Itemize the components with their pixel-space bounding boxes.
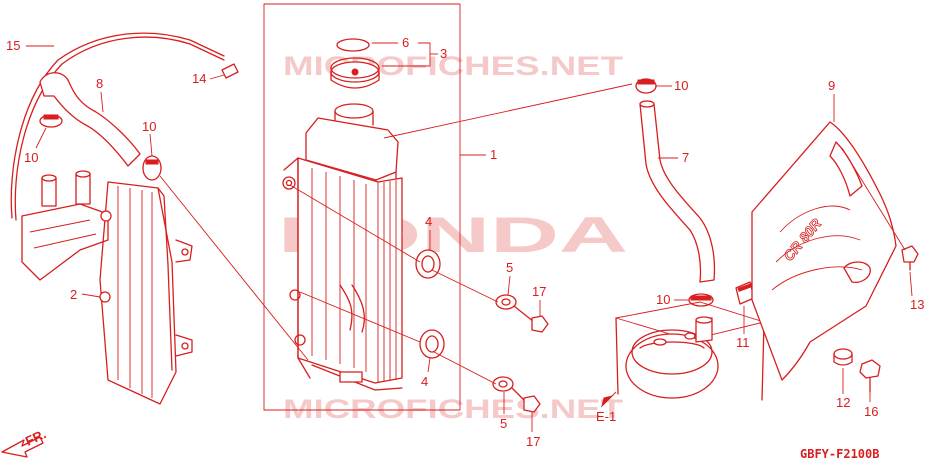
callout-2: 2 (70, 287, 77, 302)
left-radiator (21, 170, 193, 405)
hose-clamp (635, 78, 657, 94)
rubber-mount (419, 329, 445, 359)
callout-7: 7 (682, 150, 689, 165)
radiator-shroud: CR 80R (751, 121, 897, 381)
watermark-bottom: MICROFICHES.NET (283, 394, 624, 424)
bolt (859, 359, 881, 393)
radiator (282, 103, 403, 391)
callout-8: 8 (96, 76, 103, 91)
reference-e1: E-1 (596, 409, 616, 424)
callout-9: 9 (828, 78, 835, 93)
bolt (511, 387, 541, 413)
cylinder-head (615, 301, 766, 401)
callout-10-right-lower: 10 (656, 292, 670, 307)
callout-12: 12 (836, 395, 850, 410)
water-hose (639, 100, 716, 283)
collar (833, 348, 853, 366)
callout-13: 13 (910, 297, 924, 312)
callout-10-left: 10 (24, 150, 38, 165)
rubber-mount (415, 249, 441, 279)
hose-clamp (142, 155, 162, 181)
collar (495, 294, 517, 310)
callout-10-upper: 10 (142, 119, 156, 134)
front-direction-arrow-icon (1, 436, 44, 458)
callout-1: 1 (490, 147, 497, 162)
callout-10-right-upper: 10 (674, 78, 688, 93)
callout-17-upper: 17 (532, 284, 546, 299)
front-direction-label: FR. (23, 426, 48, 448)
callout-17-lower: 17 (526, 434, 540, 449)
hose-clamp (39, 114, 63, 128)
upper-hose-left (39, 72, 141, 167)
overflow-tube (10, 32, 225, 219)
radiator-cap (330, 38, 380, 89)
callout-14: 14 (192, 71, 206, 86)
callout-11: 11 (736, 335, 750, 350)
hose-clamp (688, 293, 714, 307)
diagram-code: GBFY-F2100B (800, 447, 879, 461)
assembly-bracket (263, 3, 460, 411)
callout-16: 16 (864, 404, 878, 419)
callout-6: 6 (402, 35, 409, 50)
callout-3: 3 (440, 46, 447, 61)
callout-15: 15 (6, 38, 20, 53)
collar (492, 376, 514, 392)
callout-5-lower: 5 (500, 416, 507, 431)
callout-4-upper: 4 (425, 214, 432, 229)
bolt (513, 305, 549, 333)
callout-4-lower: 4 (421, 374, 428, 389)
hose-clip (221, 63, 239, 79)
callout-5-upper: 5 (506, 260, 513, 275)
bolt (901, 245, 919, 271)
